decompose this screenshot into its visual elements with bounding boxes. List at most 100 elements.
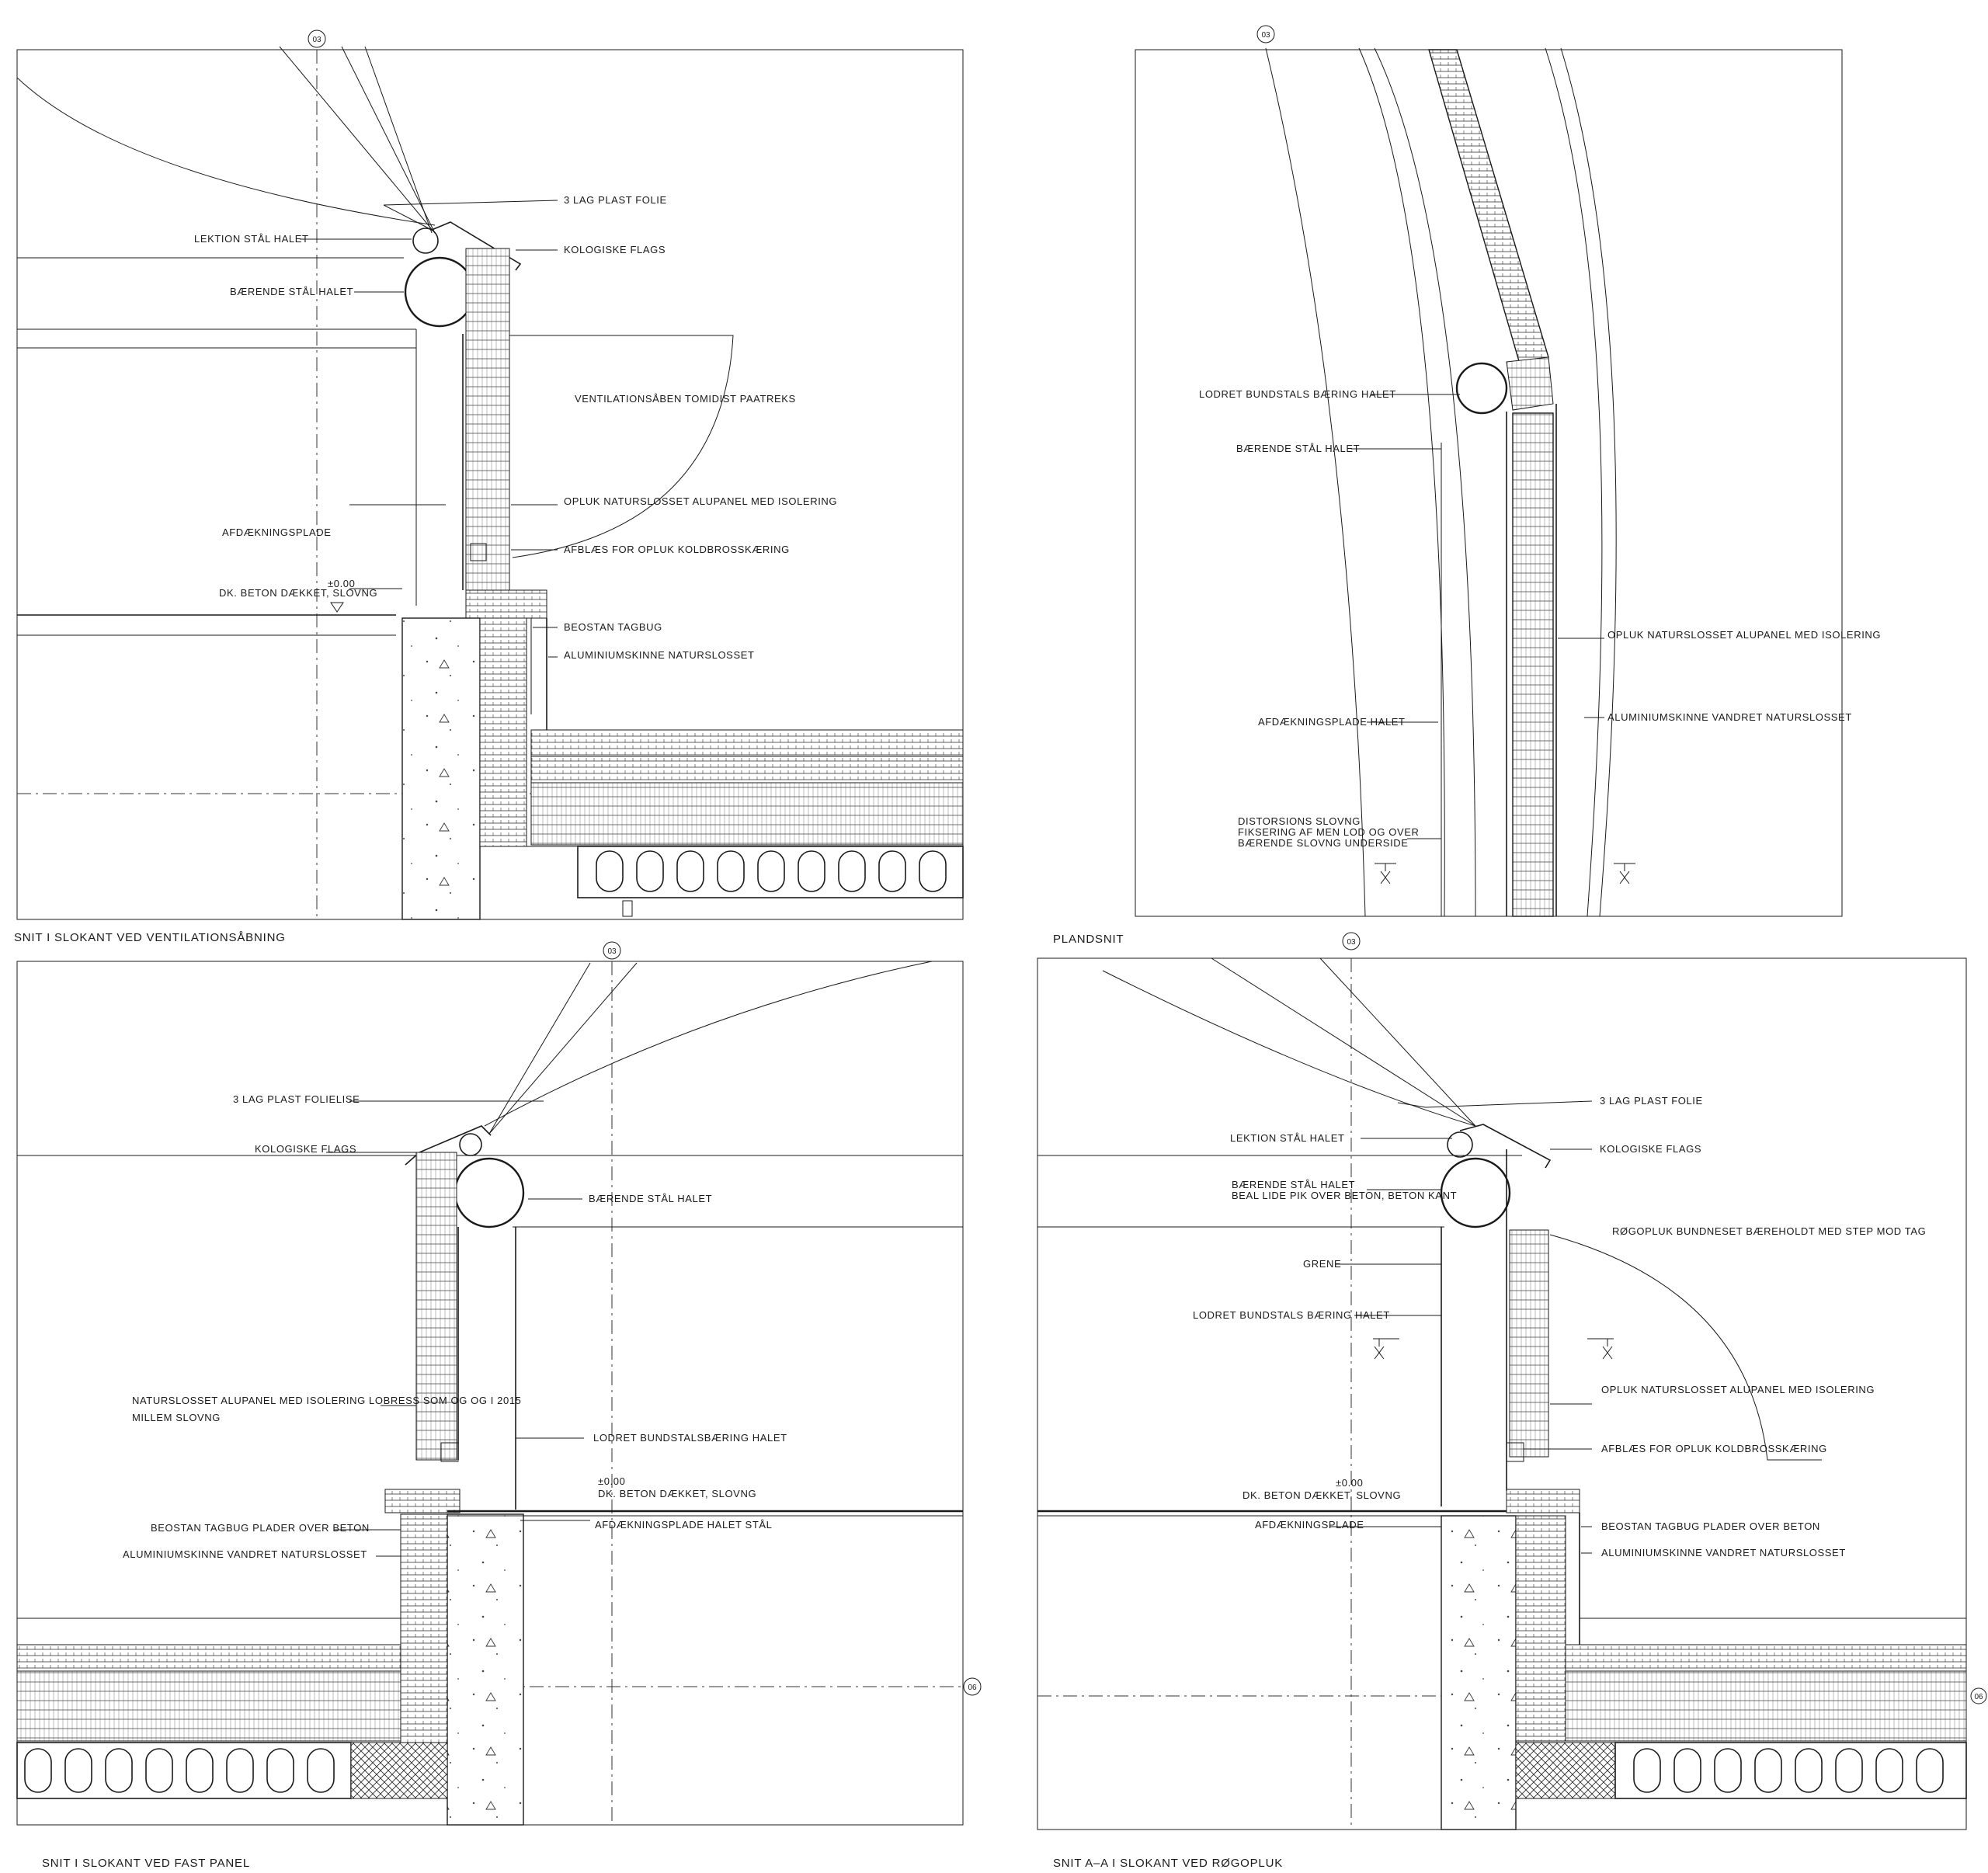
- hollow-core-slab: [16, 1742, 352, 1799]
- label-vertical-rail: LODRET BUNDSTALS BÆRING HALET: [1193, 1309, 1390, 1321]
- sight-line: [279, 46, 436, 234]
- roof-membrane-curve: [484, 961, 933, 1127]
- label-concrete-edge: BEAL LIDE PIK OVER BETON, BETON KANT: [1232, 1190, 1457, 1201]
- parapet-step: [465, 589, 547, 619]
- roof-insulation: [16, 1644, 401, 1672]
- label-bearing-gutter: BÆRENDE STÅL HALET: [1236, 443, 1360, 454]
- grid-marker: [308, 30, 326, 48]
- label-roofing: BEOSTAN TAGBUG PLADER OVER BETON: [151, 1522, 370, 1534]
- wall-insulation: [465, 248, 510, 591]
- leader-lines: [326, 1100, 590, 1557]
- cross-hatch-block: [350, 1742, 448, 1799]
- hollow-core-voids: [24, 1748, 335, 1793]
- gutter-large: [454, 1157, 525, 1228]
- label-cover-plate: AFDÆKNINGSPLADE HALET STÅL: [595, 1519, 772, 1531]
- parapet-step: [1506, 1489, 1580, 1513]
- gutter: [1455, 362, 1508, 415]
- label-smoke-vent: RØGOPLUK BUNDNESET BÆREHOLDT MED STEP MO…: [1612, 1225, 1926, 1237]
- concrete-foundation: [1441, 1515, 1517, 1830]
- wall-insulation: [415, 1152, 457, 1461]
- label-distortion: DISTORSIONS SLOVNG: [1238, 815, 1361, 827]
- slab-bearing: [622, 900, 633, 917]
- wall-insulation: [1512, 412, 1554, 917]
- facade-curve-mid2: [1374, 47, 1476, 917]
- label-plastic-foil: 3 LAG PLAST FOLIE: [564, 194, 667, 206]
- label-bearing-gutter: BÆRENDE STÅL HALET: [230, 286, 353, 297]
- cap-flashing: [1459, 1124, 1552, 1169]
- label-vertical-rail: LODRET BUNDSTALS BÆRING HALET: [1199, 388, 1396, 400]
- label-concrete-deck: DK. BETON DÆKKET, SLOVNG: [598, 1488, 756, 1499]
- sight-line: [488, 962, 591, 1135]
- sight-line: [341, 46, 436, 234]
- label-plastic-foil: 3 LAG PLAST FOLIE: [1600, 1095, 1703, 1107]
- label-steel-gutter: LEKTION STÅL HALET: [1230, 1132, 1345, 1144]
- vent-frame: [1506, 1442, 1524, 1462]
- panel-caption: SNIT I SLOKANT VED FAST PANEL: [42, 1857, 250, 1870]
- label-alupanel: NATURSLOSSET ALUPANEL MED ISOLERING LOBR…: [132, 1395, 522, 1406]
- sight-line: [364, 46, 433, 234]
- facade-curve-outer: [1265, 47, 1366, 917]
- gutter-small: [412, 228, 439, 254]
- cap-flashing: [405, 1125, 492, 1166]
- facade-curve-edge: [1560, 47, 1617, 917]
- grid-marker: [603, 941, 621, 960]
- grid-marker-label: 03: [312, 36, 321, 44]
- roof-insulation: [1565, 1644, 1967, 1672]
- leader-lines: [1351, 394, 1604, 839]
- grid-marker-side-label: 06: [1974, 1693, 1983, 1701]
- vent-opening-arc: [509, 335, 734, 558]
- roof-membrane-curve: [1102, 970, 1476, 1127]
- level-marker: [330, 602, 344, 613]
- concrete-foundation: [447, 1513, 524, 1826]
- label-cover-plate: AFDÆKNINGSPLADE: [222, 526, 331, 538]
- label-cover-plate: AFDÆKNINGSPLADE: [1255, 1519, 1364, 1531]
- facade-curve-mid: [1358, 47, 1445, 917]
- label-steel-gutter: LEKTION STÅL HALET: [194, 233, 309, 245]
- level-marker: [1375, 863, 1396, 884]
- cap-flashing: [431, 221, 522, 271]
- roof-insulation-2: [530, 756, 964, 784]
- panel-top-right: 03 LODRET BUNDSTALS BÆRING HALET BÆREN: [1053, 25, 1881, 946]
- concrete-foundation: [401, 617, 481, 920]
- grid-marker-label: 03: [1261, 31, 1270, 40]
- label-vent-blow: AFBLÆS FOR OPLUK KOLDBROSSKÆRING: [564, 544, 790, 555]
- roof-insulation: [530, 729, 964, 757]
- panel-top-left: 03: [14, 30, 964, 944]
- panel-frame: [16, 49, 964, 920]
- hollow-core-voids: [1633, 1748, 1944, 1793]
- label-alu-rail: ALUMINIUMSKINNE VANDRET NATURSLOSSET: [1607, 711, 1852, 723]
- panel-frame: [1135, 49, 1843, 917]
- label-bearing-gutter: BÆRENDE STÅL HALET: [1232, 1179, 1355, 1190]
- label-plastic-foil: 3 LAG PLAST FOLIELISE: [233, 1093, 360, 1105]
- gutter-small: [459, 1133, 482, 1156]
- roof-insulation-2: [1565, 1670, 1967, 1742]
- grid-marker-side: [1970, 1687, 1987, 1704]
- label-flags: KOLOGISKE FLAGS: [255, 1143, 356, 1155]
- level-marker: [1587, 1338, 1614, 1360]
- insulation-block: [400, 1513, 448, 1748]
- label-bearing-gutter: BÆRENDE STÅL HALET: [589, 1193, 712, 1204]
- vent-frame: [440, 1442, 459, 1462]
- label-slovng: MILLEM SLOVNG: [132, 1412, 221, 1423]
- grid-marker-side: [963, 1677, 982, 1696]
- leader-lines: [1329, 1100, 1593, 1554]
- label-flags: KOLOGISKE FLAGS: [564, 244, 666, 255]
- gutter-large: [1440, 1157, 1511, 1228]
- panel-bottom-right: 03 06: [1037, 932, 1987, 1870]
- label-alu-rail: ALUMINIUMSKINNE NATURSLOSSET: [564, 649, 755, 661]
- vent-frame: [470, 543, 487, 561]
- panel-caption: SNIT A–A I SLOKANT VED RØGOPLUK: [1053, 1857, 1283, 1870]
- wall-insulation: [1509, 1229, 1549, 1458]
- label-level: ±0.00: [598, 1475, 625, 1487]
- grid-marker: [1342, 932, 1361, 950]
- label-underside: BÆRENDE SLOVNG UNDERSIDE: [1238, 837, 1409, 849]
- label-alupanel: OPLUK NATURSLOSSET ALUPANEL MED ISOLERIN…: [1607, 629, 1881, 641]
- hollow-core-slab: [1614, 1742, 1967, 1799]
- gutter-small: [1447, 1131, 1473, 1158]
- hollow-core-voids: [596, 850, 947, 892]
- level-marker: [1373, 1338, 1399, 1360]
- parapet-step: [384, 1489, 461, 1513]
- panel-caption: SNIT I SLOKANT VED VENTILATIONSÅBNING: [14, 931, 286, 944]
- smoke-vent-arc: [1549, 1234, 1822, 1461]
